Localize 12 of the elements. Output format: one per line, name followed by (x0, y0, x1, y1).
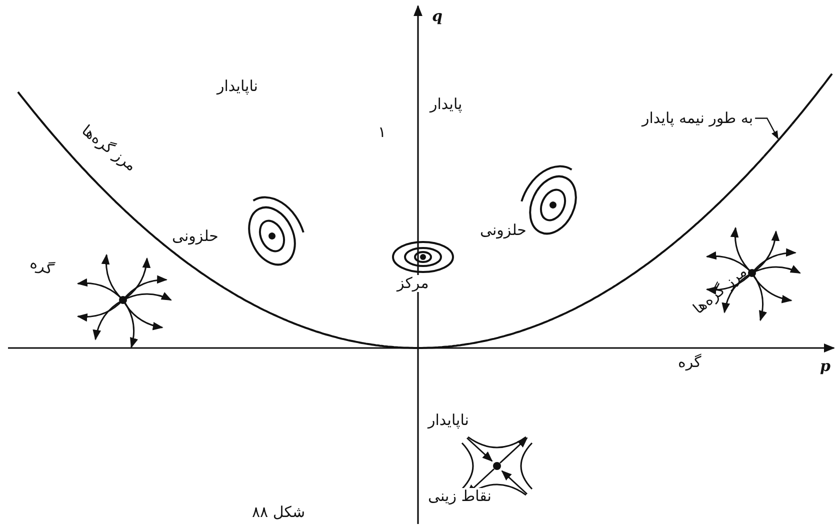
region-label: پایدار (428, 96, 464, 112)
region-label: مرکز (395, 275, 431, 292)
boundary-curve (763, 124, 793, 158)
region-label: ناپایدار (426, 412, 471, 428)
region-label: گره (26, 254, 57, 279)
region-label: حلزونی (478, 222, 528, 238)
region-label: ناپایدار (215, 78, 260, 94)
region-label: گره (676, 354, 704, 370)
leader-line (755, 118, 779, 140)
region-label: حلزونی (170, 228, 220, 244)
boundary-label: مرز گره‌ها (77, 120, 141, 176)
region-label: نقاط زینی (426, 488, 494, 504)
